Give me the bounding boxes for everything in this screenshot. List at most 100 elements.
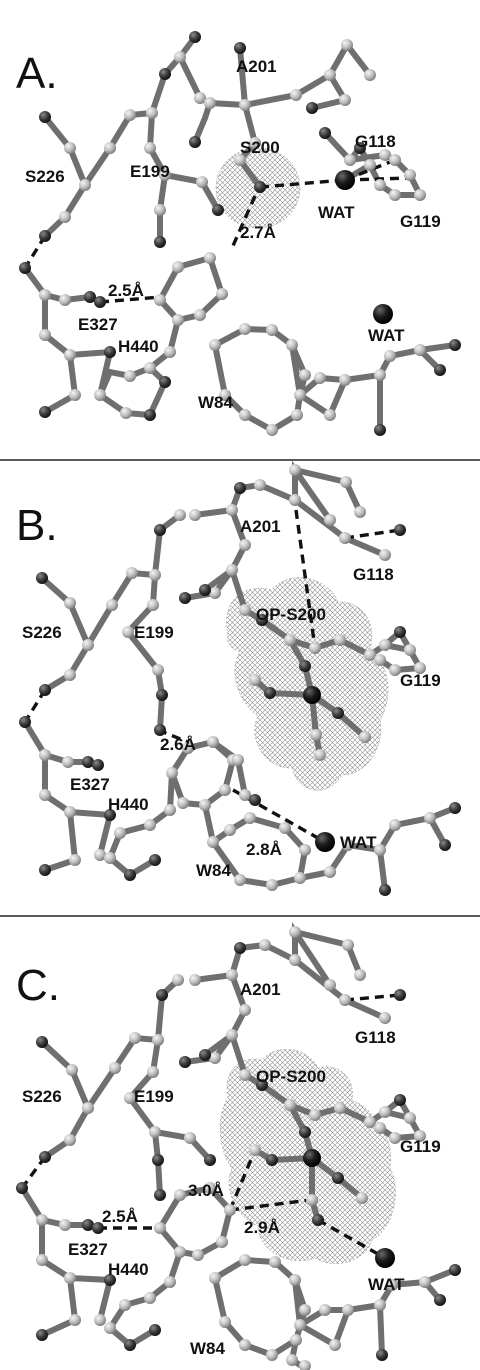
atom	[104, 1322, 116, 1334]
water-molecule	[375, 1248, 395, 1268]
residue-label: WAT	[368, 326, 405, 345]
atom	[59, 294, 71, 306]
atom	[379, 549, 391, 561]
atom	[69, 854, 81, 866]
atom	[234, 942, 246, 954]
atom	[104, 1274, 116, 1286]
residue-label: W84	[198, 393, 234, 412]
atom	[314, 372, 326, 384]
atom	[152, 1154, 164, 1166]
atom	[256, 614, 268, 626]
atom	[354, 506, 366, 518]
atom	[64, 669, 76, 681]
atom	[379, 1012, 391, 1024]
bond	[292, 467, 349, 485]
atom	[249, 674, 261, 686]
atom	[82, 1219, 94, 1231]
atom	[209, 1052, 221, 1064]
atom	[306, 102, 318, 114]
atom	[124, 370, 136, 382]
atom	[374, 654, 386, 666]
atom	[286, 339, 298, 351]
atom	[324, 866, 336, 878]
atoms	[16, 926, 461, 1370]
atom	[364, 649, 376, 661]
atom	[389, 664, 401, 676]
atom	[64, 349, 76, 361]
atom	[174, 509, 186, 521]
atom	[239, 1004, 251, 1016]
atom	[119, 1299, 131, 1311]
atom	[36, 1036, 48, 1048]
atom	[324, 69, 336, 81]
bond	[344, 42, 373, 78]
atom	[239, 789, 251, 801]
atom	[266, 879, 278, 891]
atom	[104, 142, 116, 154]
atom	[294, 1319, 306, 1331]
hydrogen-bond	[23, 689, 47, 723]
atom	[94, 849, 106, 861]
water-molecule	[373, 304, 393, 324]
atom	[239, 604, 251, 616]
bond	[96, 317, 181, 419]
atom	[354, 969, 366, 981]
bond	[292, 1277, 353, 1350]
residue-label: G118	[353, 565, 394, 584]
atom	[289, 1274, 301, 1286]
atom	[339, 94, 351, 106]
hydrogen-bond	[344, 993, 401, 1002]
atom	[329, 1339, 341, 1351]
atom	[124, 1339, 136, 1351]
atom	[69, 389, 81, 401]
atom	[172, 314, 184, 326]
atom	[279, 822, 291, 834]
atom	[64, 597, 76, 609]
atom	[342, 839, 354, 851]
residue-label: G119	[400, 212, 441, 231]
atom	[234, 154, 246, 166]
atom	[226, 504, 238, 516]
atom	[342, 1304, 354, 1316]
atom	[224, 824, 236, 836]
atom	[332, 1172, 344, 1184]
atom	[126, 567, 138, 579]
residue-label: H440	[108, 795, 149, 814]
atom	[234, 42, 246, 54]
bond	[106, 770, 175, 879]
atom	[379, 884, 391, 896]
atom	[189, 974, 201, 986]
atom	[207, 736, 219, 748]
atom	[374, 1299, 386, 1311]
atom	[389, 154, 401, 166]
atom	[144, 819, 156, 831]
atom	[294, 872, 306, 884]
atom	[94, 1314, 106, 1326]
residue-label: A201	[236, 57, 277, 76]
atom	[289, 954, 301, 966]
atom	[36, 1329, 48, 1341]
atom	[106, 599, 118, 611]
atom	[147, 599, 159, 611]
atom	[196, 176, 208, 188]
residue-label: E199	[134, 1087, 174, 1106]
atom	[414, 662, 426, 674]
atom	[129, 1032, 141, 1044]
residue-label: E199	[130, 162, 170, 181]
atom	[36, 1254, 48, 1266]
atom	[149, 854, 161, 866]
atom	[374, 844, 386, 856]
atom	[172, 974, 184, 986]
atom	[204, 1182, 216, 1194]
residue-label: S226	[25, 167, 65, 186]
atom	[204, 252, 216, 264]
distance-label: 2.5Å	[102, 1207, 138, 1226]
atom	[182, 742, 194, 754]
atom	[124, 109, 136, 121]
atom	[82, 756, 94, 768]
atom	[439, 839, 451, 851]
atom	[219, 1316, 231, 1328]
atom	[192, 1249, 204, 1261]
panel-label: B.	[16, 501, 58, 550]
atom	[224, 1204, 236, 1216]
